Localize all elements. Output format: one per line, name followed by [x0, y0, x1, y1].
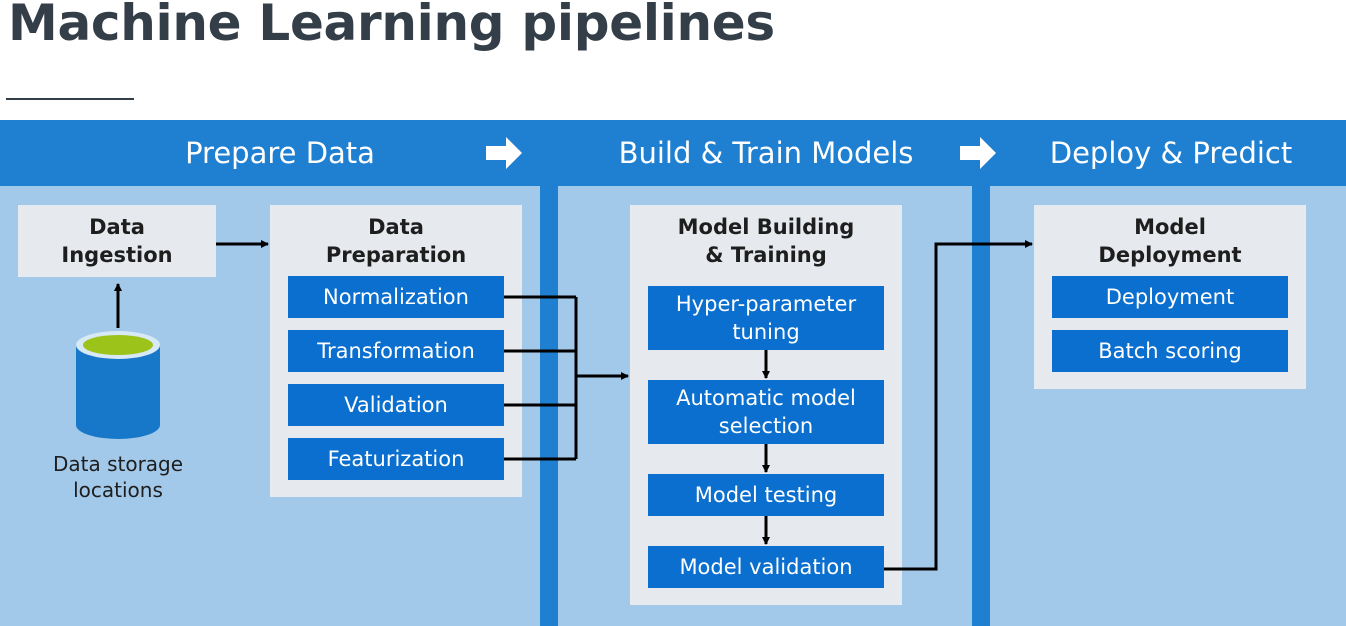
- page-title: Machine Learning pipelines: [8, 0, 775, 52]
- data-storage-label: Data storage locations: [36, 451, 200, 503]
- data-ingestion-title-line1: Data: [89, 215, 145, 239]
- data-preparation-title-line1: Data: [368, 215, 424, 239]
- data-storage-label-line2: locations: [73, 478, 163, 502]
- featurization-step: Featurization: [288, 438, 504, 480]
- stage-header-build-train: Build & Train Models: [618, 136, 914, 170]
- data-ingestion-title-line2: Ingestion: [61, 243, 173, 267]
- model-deployment-title-line2: Deployment: [1098, 243, 1242, 267]
- validation-to-deployment-arrow: [884, 240, 1033, 571]
- model-deployment-title: Model Deployment: [1034, 213, 1306, 269]
- automatic-model-selection-line2: selection: [718, 414, 814, 438]
- data-preparation-title-line2: Preparation: [325, 243, 467, 267]
- model-building-training-title: Model Building & Training: [630, 213, 902, 269]
- data-preparation-title: Data Preparation: [270, 213, 522, 269]
- model-building-training-title-line1: Model Building: [677, 215, 855, 239]
- batch-scoring-step: Batch scoring: [1052, 330, 1288, 372]
- hyper-parameter-tuning-line1: Hyper-parameter: [675, 292, 857, 316]
- stage-arrow-icon-2: [960, 137, 996, 169]
- data-ingestion-card: Data Ingestion: [18, 205, 216, 277]
- title-underline: [6, 98, 134, 100]
- automatic-model-selection-line1: Automatic model: [676, 386, 856, 410]
- automatic-model-selection-step: Automatic model selection: [648, 380, 884, 444]
- model-testing-step: Model testing: [648, 474, 884, 516]
- model-validation-step: Model validation: [648, 546, 884, 588]
- validation-step: Validation: [288, 384, 504, 426]
- data-storage-label-line1: Data storage: [52, 452, 184, 476]
- normalization-step: Normalization: [288, 276, 504, 318]
- stage-header-prepare-data: Prepare Data: [185, 136, 375, 170]
- transformation-step: Transformation: [288, 330, 504, 372]
- hyper-parameter-tuning-line2: tuning: [732, 320, 800, 344]
- database-cylinder-icon: [76, 331, 160, 439]
- deployment-step: Deployment: [1052, 276, 1288, 318]
- model-building-training-title-line2: & Training: [705, 243, 827, 267]
- data-ingestion-title: Data Ingestion: [18, 213, 216, 269]
- model-deployment-title-line1: Model: [1134, 215, 1206, 239]
- preparation-to-training-connector: [504, 295, 629, 461]
- stage-arrow-icon-1: [486, 137, 522, 169]
- stage-header-deploy-predict: Deploy & Predict: [1049, 136, 1293, 170]
- hyper-parameter-tuning-step: Hyper-parameter tuning: [648, 286, 884, 350]
